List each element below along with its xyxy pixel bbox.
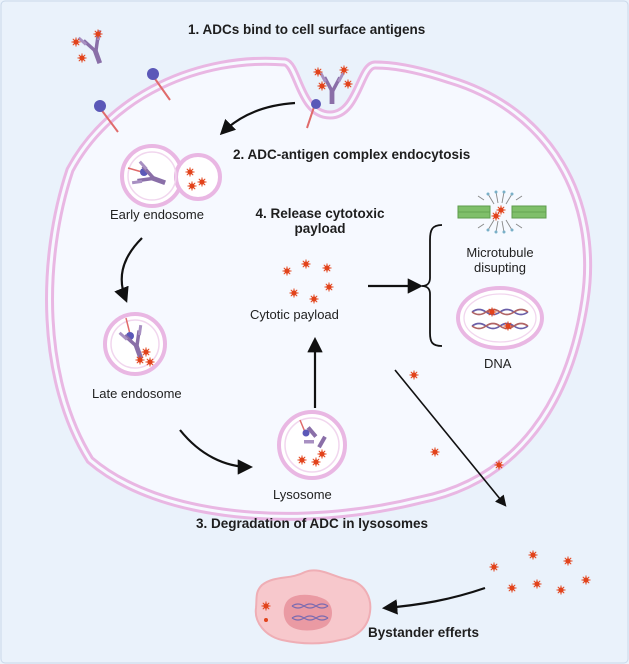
bystander-release-arrow: [394, 369, 507, 507]
bound-adc-in-pit: [306, 65, 353, 129]
bystander-cell: [254, 569, 372, 645]
late-endosome: [103, 312, 167, 376]
bystander-arrow: [381, 586, 486, 615]
lysosome-label: Lysosome: [273, 487, 332, 502]
antigen-receptor-2: [94, 100, 119, 133]
step-3-label: 3. Degradation of ADC in lysosomes: [196, 516, 429, 531]
step-2-label: 2. ADC-antigen complex endocytosis: [233, 147, 471, 162]
step-4-line-2: payload: [294, 221, 346, 236]
dna-icon: [456, 286, 544, 350]
cytotic-payload-label: Cytotic payload: [250, 307, 339, 322]
antigen-receptor-1: [147, 68, 171, 101]
step-4-label: 4. Release cytotoxic payload: [245, 206, 395, 236]
early-endosome-label: Early endosome: [110, 207, 204, 222]
late-endosome-label: Late endosome: [92, 386, 182, 401]
microtubule-icon: [457, 190, 547, 234]
early-endosome: [120, 144, 222, 208]
dna-label: DNA: [484, 356, 512, 371]
step-4-line-1: 4. Release cytotoxic: [255, 206, 385, 221]
lysosome: [277, 410, 347, 480]
microtubule-label-line-2: disupting: [473, 260, 527, 275]
targets-bracket: [421, 224, 443, 347]
microtubule-label: Microtubule disupting: [455, 245, 545, 275]
step-1-label: 1. ADCs bind to cell surface antigens: [188, 22, 426, 37]
microtubule-label-line-1: Microtubule: [466, 245, 534, 260]
endocytosis-arrow: [219, 101, 296, 136]
early-to-late-arrow: [114, 237, 143, 303]
bystander-label: Bystander efferts: [368, 625, 480, 640]
late-to-lysosome-arrow: [179, 429, 254, 475]
